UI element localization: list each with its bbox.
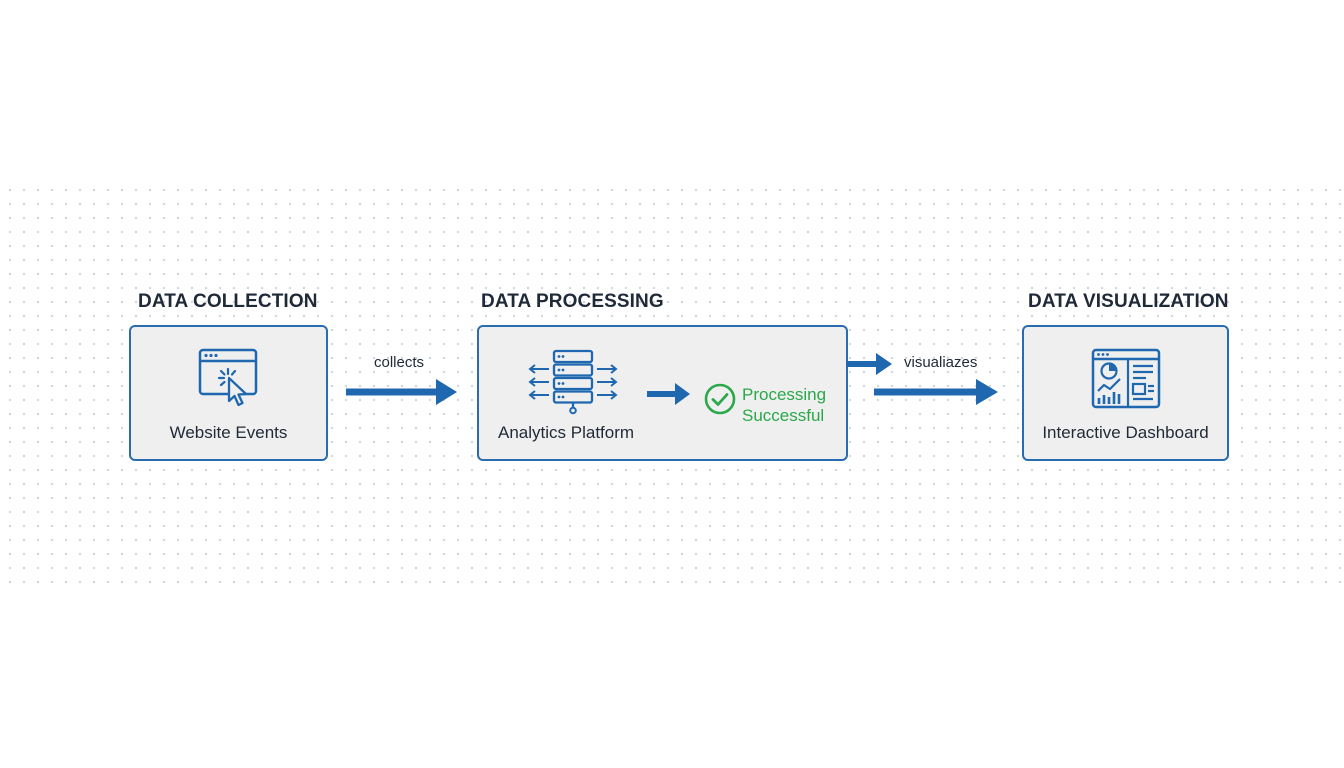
analytics-platform-node[interactable]: Analytics Platform Processing Successful [477, 325, 848, 461]
stage-title-collection: DATA COLLECTION [138, 291, 318, 312]
edge-label-visualizes: visualiazes [904, 354, 978, 371]
analytics-platform-label: Analytics Platform [498, 423, 635, 442]
stage-title-visualization: DATA VISUALIZATION [1028, 291, 1229, 312]
stage-title-processing: DATA PROCESSING [481, 291, 664, 312]
website-events-node[interactable]: Website Events [129, 325, 328, 461]
visualizes-arrow [874, 379, 998, 405]
status-line-1: Processing [742, 385, 827, 404]
check-circle-icon [704, 383, 736, 415]
processing-status: Processing Successful [742, 384, 826, 426]
inner-process-arrow [647, 383, 690, 405]
interactive-dashboard-node[interactable]: Interactive Dashboard [1022, 325, 1229, 461]
interactive-dashboard-label: Interactive Dashboard [1042, 423, 1209, 442]
server-stack-icon [528, 349, 618, 415]
browser-cursor-icon [198, 348, 258, 407]
edge-label-collects: collects [374, 354, 425, 371]
collects-arrow [346, 379, 457, 405]
upper-short-arrow [846, 353, 892, 375]
status-line-2: Successful [742, 406, 825, 425]
dashboard-icon [1091, 348, 1161, 409]
website-events-label: Website Events [169, 423, 288, 442]
